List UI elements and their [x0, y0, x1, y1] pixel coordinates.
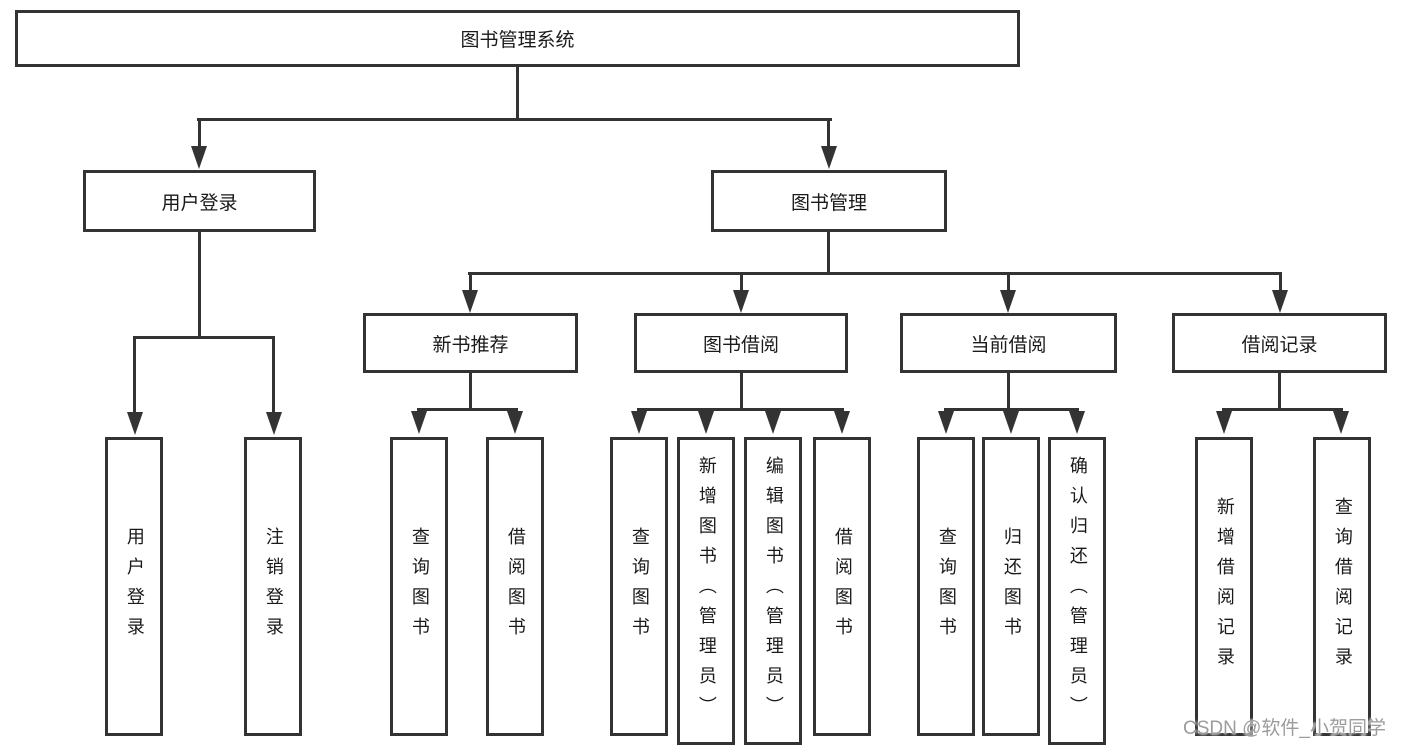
node-label: 注销登录 [263, 526, 284, 647]
node-label: 编辑图书（管理员） [763, 456, 784, 726]
node-label: 图书借阅 [702, 334, 779, 356]
connector-line [637, 408, 844, 411]
arrow-down-icon [1272, 290, 1288, 313]
node-borrow-books: 借阅图书 [486, 437, 544, 736]
node-label: 用户登录 [161, 192, 238, 214]
arrow-down-icon [1216, 411, 1232, 434]
connector-line [1007, 373, 1010, 408]
csdn-watermark: CSDN @软件_小贺同学 [1183, 718, 1386, 739]
arrow-down-icon [191, 146, 207, 169]
connector-line [827, 121, 830, 146]
node-borrowing-records: 借阅记录 [1172, 313, 1387, 373]
node-label: 确认归还（管理员） [1067, 456, 1088, 726]
node-borrow-books: 借阅图书 [813, 437, 871, 736]
connector-line [417, 408, 518, 411]
node-query-books: 查询图书 [390, 437, 448, 736]
node-return-books: 归还图书 [982, 437, 1040, 736]
arrow-down-icon [733, 290, 749, 313]
connector-line [740, 373, 743, 408]
node-login: 用户登录 [105, 437, 163, 736]
node-label: 查询图书 [409, 526, 430, 647]
node-query-borrow-record: 查询借阅记录 [1313, 437, 1371, 736]
node-library-system: 图书管理系统 [15, 10, 1020, 67]
node-current-borrowing: 当前借阅 [900, 313, 1117, 373]
connector-line [1278, 373, 1281, 408]
node-label: 查询借阅记录 [1332, 496, 1353, 677]
node-label: 归还图书 [1001, 526, 1022, 647]
arrow-down-icon [1333, 411, 1349, 434]
arrow-down-icon [127, 412, 143, 435]
arrow-down-icon [462, 290, 478, 313]
arrow-down-icon [821, 146, 837, 169]
arrow-down-icon [834, 411, 850, 434]
node-label: 借阅记录 [1241, 334, 1318, 356]
node-label: 图书管理 [790, 192, 867, 214]
node-label: 新增借阅记录 [1214, 496, 1235, 677]
node-query-books: 查询图书 [917, 437, 975, 736]
node-add-borrow-record: 新增借阅记录 [1195, 437, 1253, 736]
node-label: 借阅图书 [832, 526, 853, 647]
connector-line [198, 232, 201, 336]
connector-line [1279, 275, 1282, 290]
node-user-login: 用户登录 [83, 170, 316, 232]
connector-line [469, 373, 472, 408]
arrow-down-icon [1069, 411, 1085, 434]
connector-line [516, 67, 519, 118]
node-label: 当前借阅 [970, 334, 1047, 356]
connector-line [944, 408, 1079, 411]
node-book-borrowing: 图书借阅 [634, 313, 848, 373]
arrow-down-icon [765, 411, 781, 434]
connector-line [198, 121, 201, 146]
arrow-down-icon [631, 411, 647, 434]
arrow-down-icon [698, 411, 714, 434]
arrow-down-icon [507, 411, 523, 434]
node-label: 查询图书 [936, 526, 957, 647]
node-book-management: 图书管理 [711, 170, 947, 232]
node-edit-books-admin: 编辑图书（管理员） [744, 437, 802, 745]
node-add-books-admin: 新增图书（管理员） [677, 437, 735, 745]
node-label: 新增图书（管理员） [696, 456, 717, 726]
node-label: 借阅图书 [505, 526, 526, 647]
connector-line [133, 339, 136, 412]
arrow-down-icon [938, 411, 954, 434]
node-label: 图书管理系统 [460, 30, 575, 51]
connector-line [1007, 275, 1010, 290]
node-label: 查询图书 [629, 526, 650, 647]
node-confirm-return-admin: 确认归还（管理员） [1048, 437, 1106, 745]
node-new-book-recommendation: 新书推荐 [363, 313, 578, 373]
connector-line [133, 336, 275, 339]
node-label: 用户登录 [124, 526, 145, 647]
connector-line [468, 272, 1282, 275]
connector-line [469, 275, 472, 290]
connector-line [740, 275, 743, 290]
arrow-down-icon [1000, 290, 1016, 313]
connector-line [1222, 408, 1343, 411]
connector-line [827, 232, 830, 272]
arrow-down-icon [1003, 411, 1019, 434]
connector-line [272, 339, 275, 412]
node-query-books: 查询图书 [610, 437, 668, 736]
node-label: 新书推荐 [432, 334, 509, 356]
node-logout: 注销登录 [244, 437, 302, 736]
arrow-down-icon [266, 412, 282, 435]
arrow-down-icon [411, 411, 427, 434]
connector-line [197, 118, 832, 121]
